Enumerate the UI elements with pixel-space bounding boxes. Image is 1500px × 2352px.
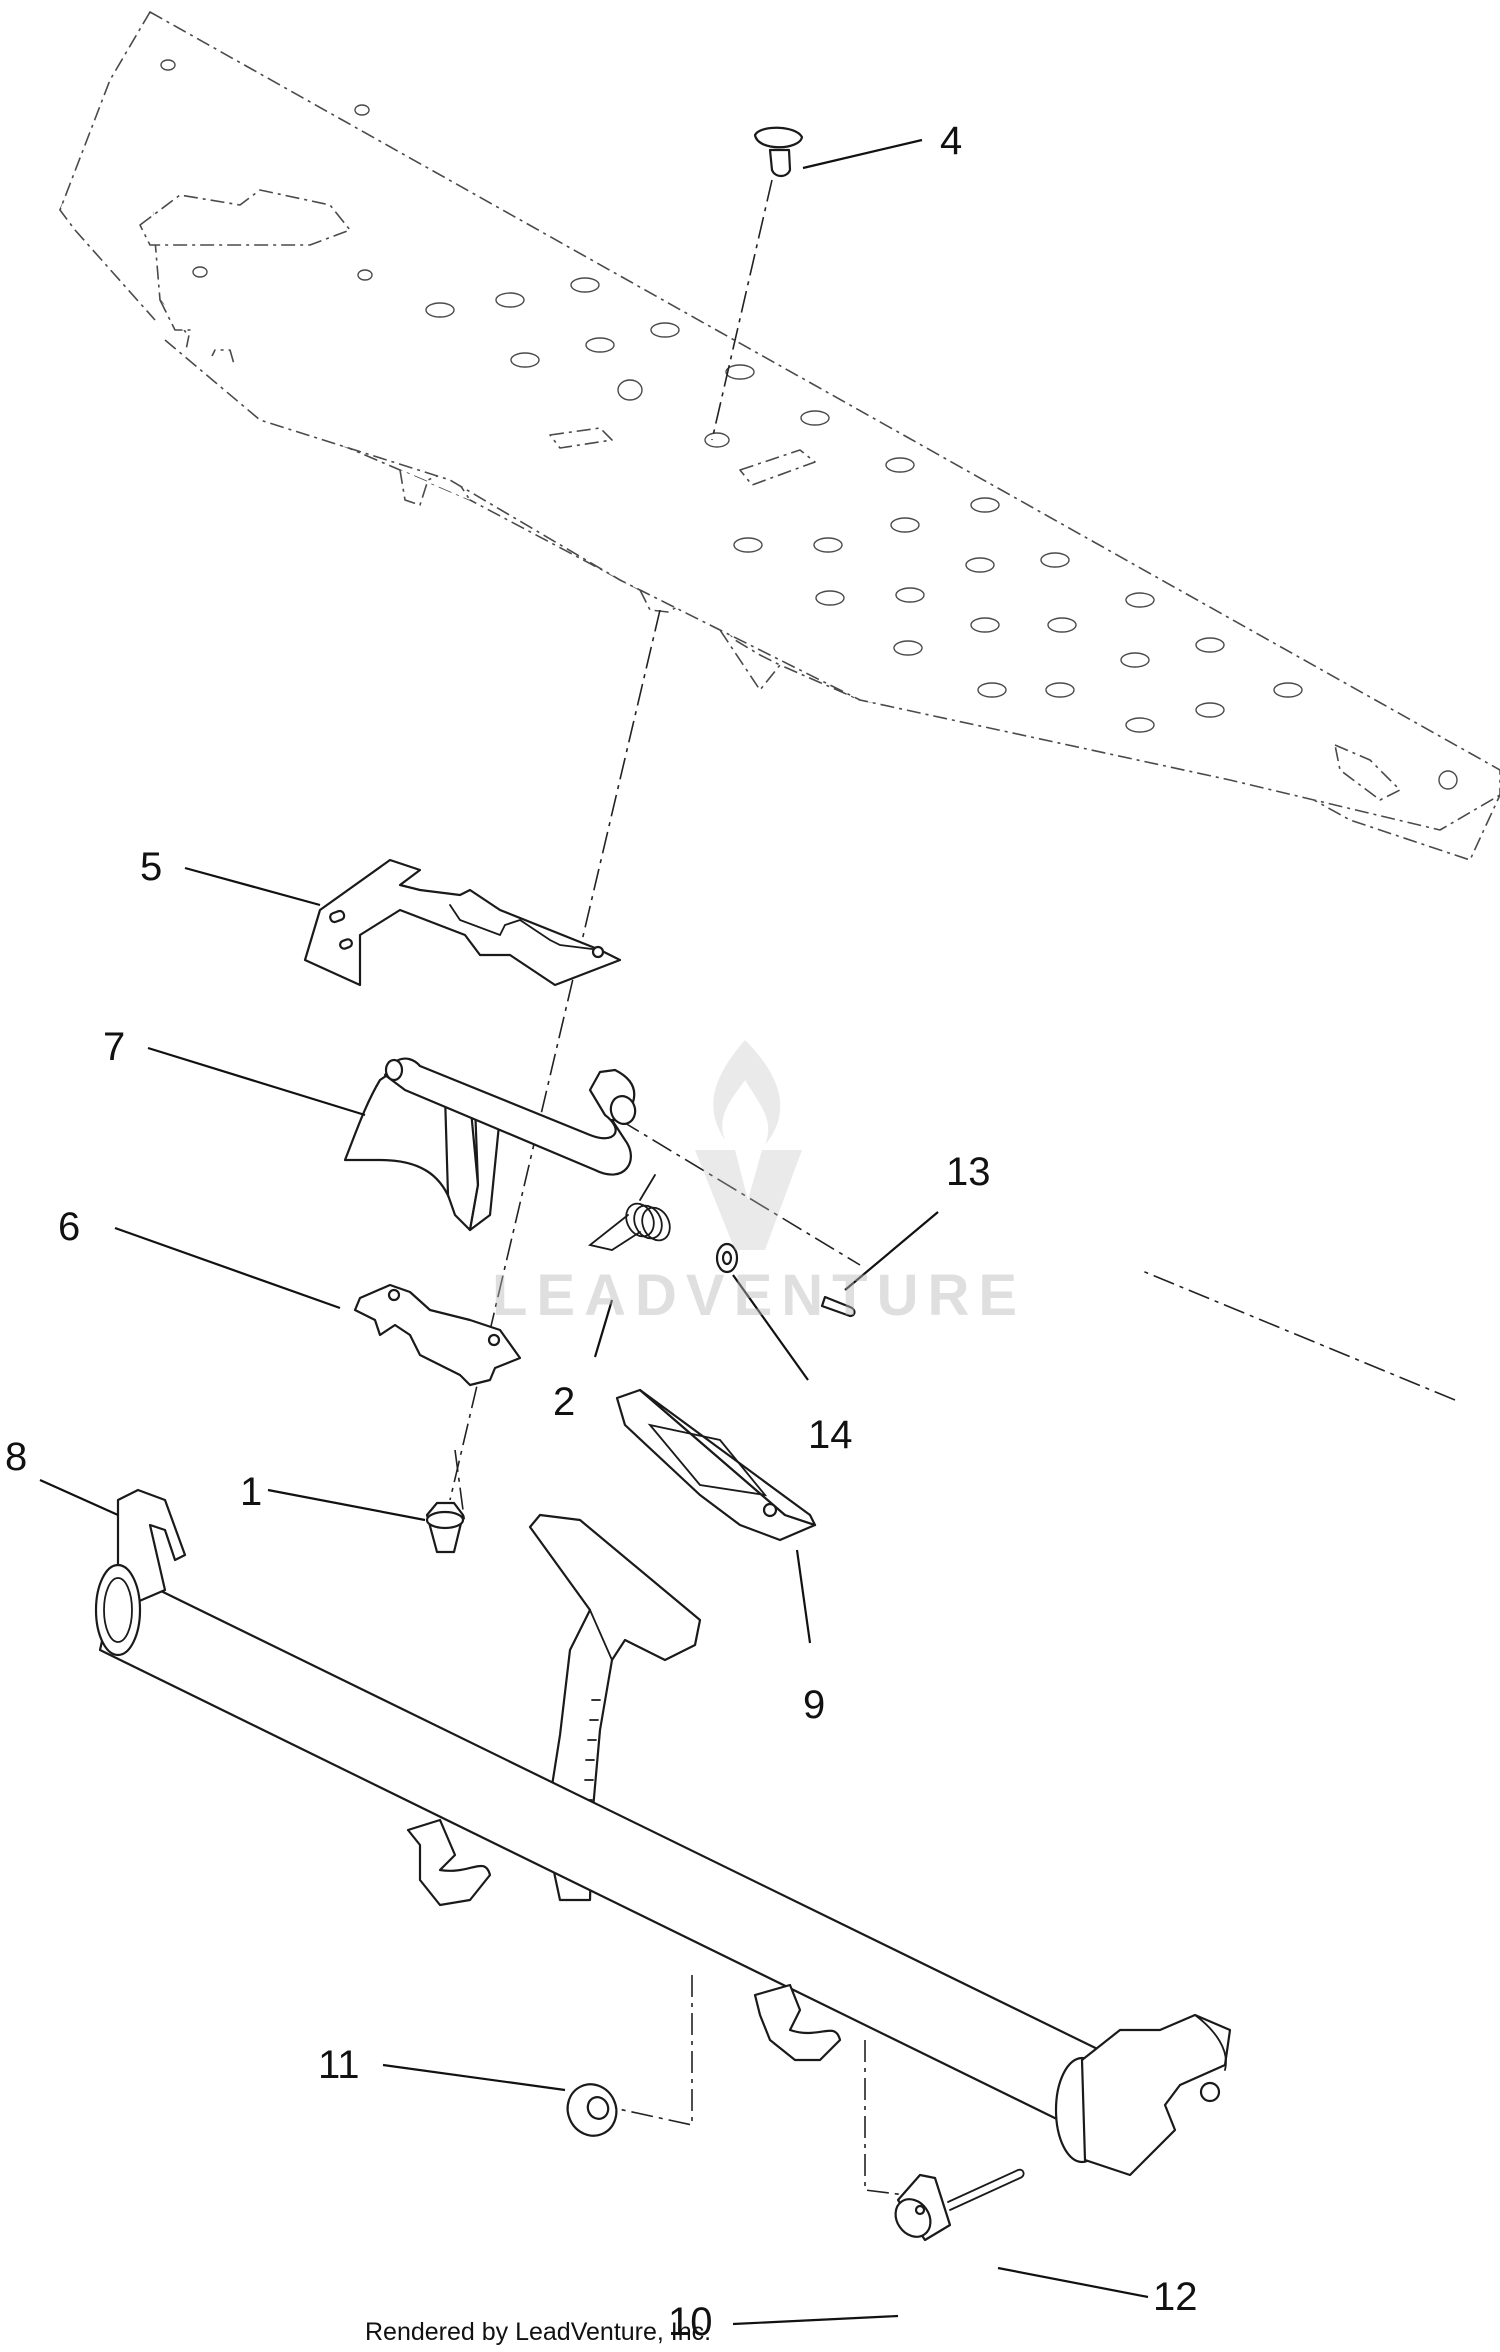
callout-2: 2 (553, 1380, 575, 1424)
lower-bracket (353, 1283, 522, 1387)
roll-pin (820, 1295, 856, 1318)
callout-6: 6 (58, 1205, 80, 1249)
callout-5: 5 (140, 845, 162, 889)
cotter-pin (947, 2168, 1025, 2211)
brake-shaft-assembly (94, 1488, 1232, 2177)
render-credit: Rendered by LeadVenture, Inc. (365, 2318, 711, 2346)
upper-bracket (303, 858, 622, 987)
callout-labels: 4 5 7 6 13 2 14 8 1 9 11 12 10 (5, 119, 1198, 2344)
callout-13: 13 (946, 1150, 991, 1194)
callout-1: 1 (240, 1470, 262, 1514)
lock-nut (425, 1501, 465, 1554)
leadventure-watermark: LEADVENTURE (492, 1040, 1026, 1328)
v-logo-icon (695, 1150, 802, 1250)
watermark-text: LEADVENTURE (492, 1263, 1026, 1328)
callout-11: 11 (318, 2043, 360, 2087)
callout-7: 7 (103, 1025, 125, 1069)
flame-logo-icon (713, 1040, 781, 1145)
small-washer (715, 1242, 739, 1274)
foot-deck-plate (59, 11, 1500, 861)
clevis-pin (894, 2173, 952, 2242)
callout-9: 9 (803, 1683, 825, 1727)
callout-10: 10 (668, 2300, 713, 2344)
callout-14: 14 (808, 1413, 853, 1457)
callout-4: 4 (940, 119, 962, 163)
lock-lever (343, 1057, 637, 1232)
flat-washer (566, 2083, 618, 2137)
callout-12: 12 (1153, 2275, 1198, 2319)
pedal-pad (615, 1388, 817, 1542)
leader-lines (39, 138, 1149, 2326)
carriage-bolt (753, 126, 804, 178)
torsion-spring (587, 1174, 671, 1251)
callout-8: 8 (5, 1435, 27, 1479)
